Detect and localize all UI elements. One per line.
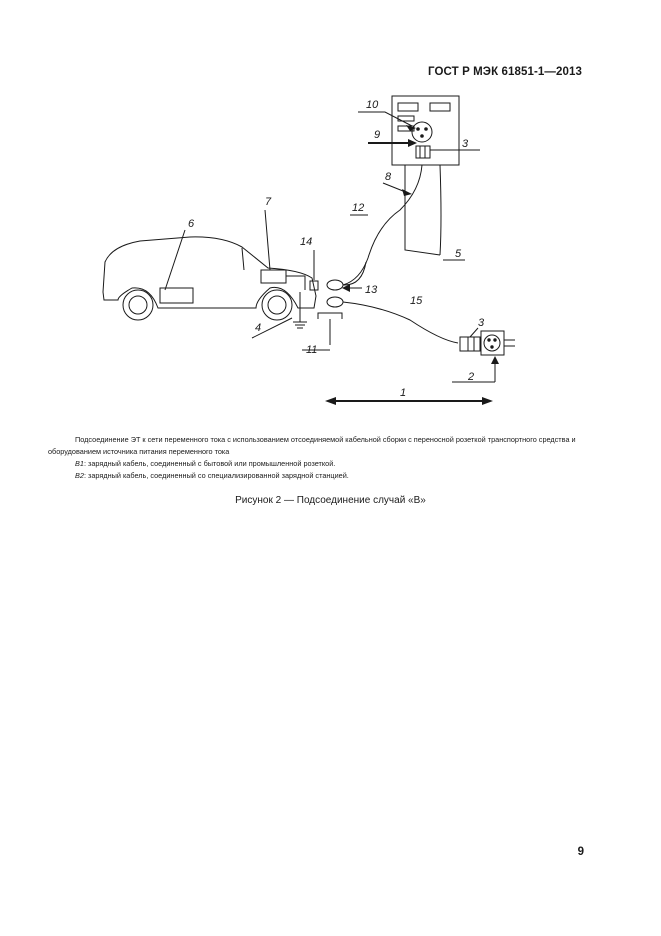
label-7: 7 bbox=[265, 196, 272, 208]
label-5: 5 bbox=[455, 248, 462, 260]
connection-diagram: 1 2 3 3 4 5 6 7 8 9 10 11 12 13 14 15 bbox=[102, 95, 515, 405]
wall-socket bbox=[480, 330, 505, 356]
label-14: 14 bbox=[300, 236, 312, 248]
car-front-wheel bbox=[122, 289, 154, 321]
label-4: 4 bbox=[255, 322, 261, 334]
document-header: ГОСТ Р МЭК 61851-1—2013 bbox=[428, 66, 582, 78]
label-1: 1 bbox=[400, 387, 406, 399]
station-plug bbox=[415, 145, 431, 159]
b1-text: : зарядный кабель, соединенный с бытовой… bbox=[83, 459, 336, 468]
label-3-socket: 3 bbox=[478, 317, 485, 329]
label-13: 13 bbox=[365, 284, 378, 296]
charging-station bbox=[391, 95, 460, 166]
label-15: 15 bbox=[410, 295, 423, 307]
label-12: 12 bbox=[352, 202, 364, 214]
cable-12 bbox=[342, 164, 423, 286]
b1-code: B1 bbox=[75, 459, 84, 468]
label-8: 8 bbox=[385, 171, 392, 183]
vehicle-connector-lower bbox=[326, 296, 344, 308]
onboard-charger-box bbox=[260, 269, 287, 284]
battery-box bbox=[159, 287, 194, 304]
label-2: 2 bbox=[467, 371, 474, 383]
caption-note-b1: B1: зарядный кабель, соединенный с бытов… bbox=[48, 458, 588, 470]
vehicle-connector-upper bbox=[326, 279, 344, 291]
car-rear-wheel bbox=[261, 289, 293, 321]
label-9: 9 bbox=[374, 129, 380, 141]
cable-15 bbox=[342, 301, 459, 344]
label-3-station: 3 bbox=[462, 138, 469, 150]
b2-code: B2 bbox=[75, 471, 84, 480]
car-body bbox=[102, 236, 317, 309]
label-11: 11 bbox=[306, 344, 317, 356]
b2-text: : зарядный кабель, соединенный со специа… bbox=[83, 471, 349, 480]
label-6: 6 bbox=[188, 218, 195, 230]
station-socket bbox=[411, 121, 433, 143]
caption-note-b2: B2: зарядный кабель, соединенный со спец… bbox=[48, 470, 588, 482]
label-10: 10 bbox=[366, 99, 379, 111]
figure-caption: Подсоединение ЭТ к сети переменного тока… bbox=[48, 434, 588, 482]
caption-lead: Подсоединение ЭТ к сети переменного тока… bbox=[48, 435, 576, 456]
wall-plug bbox=[459, 336, 481, 352]
page-number: 9 bbox=[577, 846, 584, 858]
vehicle-inlet bbox=[309, 280, 319, 291]
figure-title: Рисунок 2 — Подсоединение случай «В» bbox=[235, 495, 426, 506]
